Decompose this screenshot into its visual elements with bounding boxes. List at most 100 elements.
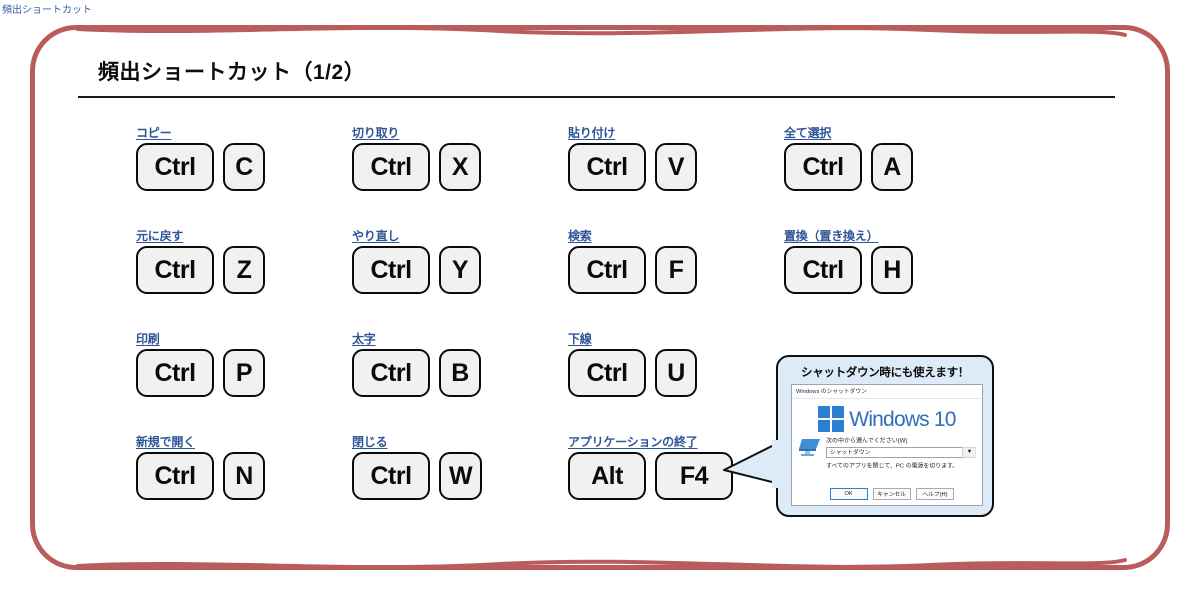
cancel-button-label: キャンセル [877,491,907,499]
ok-button-label: OK [844,490,854,498]
shortcut-label: アプリケーションの終了 [568,435,698,449]
key-cap[interactable]: A [871,143,913,191]
shortcut-item: 新規で開く Ctrl N [136,435,265,500]
ok-button[interactable]: OK [830,488,868,500]
key-cap[interactable]: U [655,349,697,397]
key-cap[interactable]: N [223,452,265,500]
shortcut-keys: Ctrl X [352,143,481,191]
shortcut-row: 印刷 Ctrl P 太字 Ctrl B 下線 Ctrl U [136,332,1006,435]
key-cap[interactable]: Ctrl [568,349,646,397]
key-cap[interactable]: Ctrl [136,452,214,500]
windows-logo-icon [818,406,845,432]
key-cap[interactable]: V [655,143,697,191]
shortcut-row: 新規で開く Ctrl N 閉じる Ctrl W アプリケーションの終了 Alt … [136,435,1006,538]
shortcut-keys: Ctrl C [136,143,265,191]
page-title: 頻出ショートカット（1/2） [98,61,366,84]
shortcut-item: 太字 Ctrl B [352,332,481,397]
key-cap[interactable]: B [439,349,481,397]
shortcut-item: 閉じる Ctrl W [352,435,483,500]
key-cap[interactable]: Ctrl [136,143,214,191]
shortcut-item: コピー Ctrl C [136,126,265,191]
title-divider [78,96,1115,98]
shortcut-label: 検索 [568,229,592,243]
shortcut-item: 下線 Ctrl U [568,332,697,397]
key-cap[interactable]: Ctrl [784,246,862,294]
shortcut-label: 太字 [352,332,376,346]
shortcut-item: 元に戻す Ctrl Z [136,229,265,294]
chevron-down-icon[interactable]: ▼ [962,447,976,458]
shortcut-label: 切り取り [352,126,400,140]
key-cap[interactable]: Ctrl [352,452,430,500]
shortcut-keys: Ctrl V [568,143,697,191]
help-button-label: ヘルプ(H) [922,491,948,499]
key-cap[interactable]: X [439,143,481,191]
windows-brand-text: Windows 10 [849,407,956,431]
shortcut-keys: Ctrl B [352,349,481,397]
callout-title: シャットダウン時にも使えます！ [801,367,969,379]
shortcut-keys: Ctrl H [784,246,913,294]
shortcut-row: コピー Ctrl C 切り取り Ctrl X 貼り付け Ctrl V 全て選択 … [136,126,1006,229]
shortcut-keys: Ctrl F [568,246,697,294]
dialog-title-text: Windows のシャットダウン [796,388,867,396]
dialog-body: 次の中から選んでください(W) シャットダウン ▼ すべてのアプリを閉じて、PC… [792,435,982,470]
key-cap[interactable]: H [871,246,913,294]
shortcut-keys: Alt F4 [568,452,733,500]
callout-tail [723,440,782,488]
shortcut-label: やり直し [352,229,400,243]
key-cap[interactable]: F [655,246,697,294]
shortcut-item: 切り取り Ctrl X [352,126,481,191]
shortcut-item: アプリケーションの終了 Alt F4 [568,435,733,500]
shortcut-label: 印刷 [136,332,160,346]
cancel-button[interactable]: キャンセル [873,488,911,500]
key-cap[interactable]: Ctrl [784,143,862,191]
callout-balloon: シャットダウン時にも使えます！ Windows のシャットダウン Windows… [776,355,994,517]
shortcut-item: 貼り付け Ctrl V [568,126,697,191]
windows-shutdown-dialog: Windows のシャットダウン Windows 10 次の中から選んでください… [791,384,983,506]
selected-option-text: シャットダウン [830,449,871,457]
windows-brand: Windows 10 [792,399,982,435]
help-button[interactable]: ヘルプ(H) [916,488,954,500]
shortcut-keys: Ctrl U [568,349,697,397]
shortcut-label: 下線 [568,332,592,346]
dialog-button-row: OK キャンセル ヘルプ(H) [830,488,954,500]
shortcut-label: 置換（置き換え） [784,229,879,243]
key-cap[interactable]: Z [223,246,265,294]
shutdown-action-select[interactable]: シャットダウン ▼ [826,447,976,458]
shortcut-item: やり直し Ctrl Y [352,229,481,294]
shortcut-keys: Ctrl Y [352,246,481,294]
computer-icon [799,439,820,456]
dialog-description: すべてのアプリを閉じて、PC の電源を切ります。 [826,462,959,470]
shortcut-label: 元に戻す [136,229,184,243]
key-cap[interactable]: P [223,349,265,397]
key-cap[interactable]: C [223,143,265,191]
key-cap[interactable]: Ctrl [136,349,214,397]
shortcut-keys: Ctrl P [136,349,265,397]
key-cap[interactable]: Ctrl [568,246,646,294]
shortcut-label: 全て選択 [784,126,832,140]
key-cap[interactable]: Alt [568,452,646,500]
shortcut-keys: Ctrl A [784,143,913,191]
shortcut-label: 閉じる [352,435,388,449]
page-caption: 頻出ショートカット [2,5,92,16]
key-cap[interactable]: Ctrl [352,246,430,294]
shortcut-label: 貼り付け [568,126,616,140]
shortcut-item: 全て選択 Ctrl A [784,126,913,191]
dialog-prompt: 次の中から選んでください(W) [826,437,908,445]
key-cap[interactable]: W [439,452,483,500]
shortcut-item: 置換（置き換え） Ctrl H [784,229,913,294]
dialog-titlebar: Windows のシャットダウン [792,385,982,399]
key-cap[interactable]: Ctrl [352,143,430,191]
key-cap[interactable]: Y [439,246,481,294]
key-cap[interactable]: Ctrl [352,349,430,397]
shortcut-item: 印刷 Ctrl P [136,332,265,397]
shortcut-keys: Ctrl W [352,452,483,500]
key-cap[interactable]: F4 [655,452,733,500]
key-cap[interactable]: Ctrl [136,246,214,294]
shortcut-label: 新規で開く [136,435,196,449]
shortcut-grid: コピー Ctrl C 切り取り Ctrl X 貼り付け Ctrl V 全て選択 … [136,126,1006,538]
shortcut-item: 検索 Ctrl F [568,229,697,294]
key-cap[interactable]: Ctrl [568,143,646,191]
shortcut-keys: Ctrl N [136,452,265,500]
shortcut-row: 元に戻す Ctrl Z やり直し Ctrl Y 検索 Ctrl F 置換（置き換… [136,229,1006,332]
shortcut-keys: Ctrl Z [136,246,265,294]
